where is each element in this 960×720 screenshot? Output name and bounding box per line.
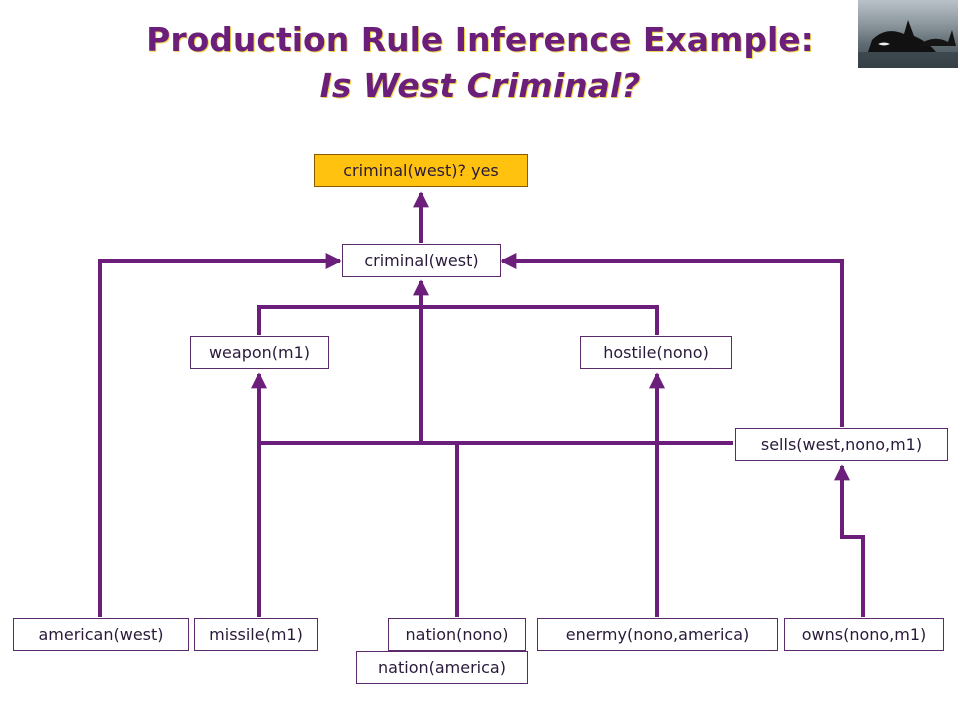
slide-subtitle: Is West Criminal?: [319, 66, 641, 105]
nation-america-node: nation(america): [356, 651, 528, 684]
goal-node: criminal(west)? yes: [314, 154, 528, 187]
hostile-nono-node: hostile(nono): [580, 336, 732, 369]
edge-sells-to-criminal: [500, 253, 844, 427]
sells-west-nono-m1-node: sells(west,nono,m1): [735, 428, 948, 461]
missile-m1-node: missile(m1): [194, 618, 318, 651]
criminal-west-node: criminal(west): [342, 244, 501, 277]
weapon-m1-node: weapon(m1): [190, 336, 329, 369]
owns-nono-m1-node: owns(nono,m1): [784, 618, 944, 651]
edge-owns-to-sells: [834, 464, 865, 617]
enemy-nono-america-node: enermy(nono,america): [537, 618, 778, 651]
edge-weapon-hostile-junction: [257, 305, 659, 335]
orca-whales-photo: [858, 0, 958, 68]
slide-title: Production Rule Inference Example:: [146, 20, 814, 59]
edge-american-to-criminal: [98, 253, 342, 617]
american-west-node: american(west): [13, 618, 189, 651]
nation-nono-node: nation(nono): [388, 618, 526, 651]
